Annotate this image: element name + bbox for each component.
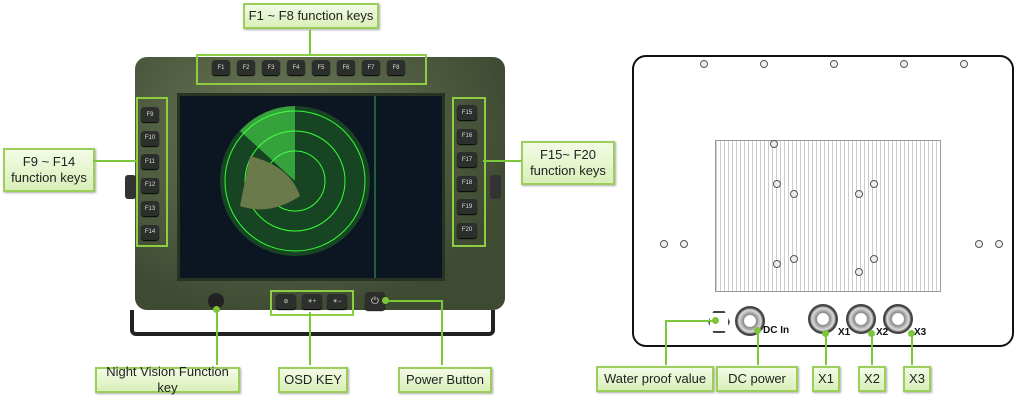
screw-icon (995, 240, 1003, 248)
power-button[interactable]: ⏻ (365, 292, 385, 310)
dc-in-connector (735, 306, 765, 336)
screw-icon (770, 140, 778, 148)
radar-screen (177, 93, 445, 281)
function-key-f12[interactable]: F12 (141, 177, 159, 193)
x2-connector (846, 304, 876, 334)
function-key-f3[interactable]: F3 (262, 60, 280, 75)
x3-mark: X3 (914, 327, 927, 338)
label-water-valve: Water proof value (596, 366, 714, 392)
label-left-keys: F9 ~ F14 function keys (3, 148, 95, 192)
osd-keys-highlight (270, 290, 354, 316)
dc-in-mark: DC In (763, 325, 790, 336)
label-power: Power Button (398, 367, 492, 393)
function-key-f14[interactable]: F14 (141, 224, 159, 240)
function-key-f11[interactable]: F11 (141, 154, 159, 169)
screw-icon (660, 240, 668, 248)
osd-key-brightness-up[interactable]: ☀+ (302, 294, 322, 309)
osd-key-brightness-down[interactable]: ☀− (327, 294, 347, 309)
function-key-f15[interactable]: F15 (457, 105, 477, 120)
label-dc-power: DC power (716, 366, 798, 392)
label-osd: OSD KEY (278, 367, 348, 393)
function-key-f5[interactable]: F5 (312, 60, 330, 75)
function-key-f13[interactable]: F13 (141, 201, 159, 216)
screw-icon (790, 255, 798, 263)
function-key-f20[interactable]: F20 (457, 222, 477, 238)
function-key-f8[interactable]: F8 (387, 60, 405, 75)
screw-icon (773, 260, 781, 268)
function-key-f16[interactable]: F16 (457, 128, 477, 144)
screw-icon (830, 60, 838, 68)
left-handle (125, 175, 136, 199)
screw-icon (960, 60, 968, 68)
screw-icon (790, 190, 798, 198)
function-key-f7[interactable]: F7 (362, 60, 380, 75)
left-keys-highlight (136, 97, 168, 247)
function-key-f9[interactable]: F9 (141, 107, 159, 122)
osd-key-1[interactable]: ⊘ (276, 294, 296, 309)
screw-icon (760, 60, 768, 68)
function-key-f6[interactable]: F6 (337, 60, 355, 75)
x2-mark: X2 (876, 327, 889, 338)
function-key-f4[interactable]: F4 (287, 60, 305, 75)
screw-icon (855, 268, 863, 276)
x3-connector (883, 304, 913, 334)
label-right-keys: F15~ F20 function keys (521, 141, 615, 185)
screw-icon (773, 180, 781, 188)
heatsink (715, 140, 941, 292)
function-key-f10[interactable]: F10 (141, 130, 159, 146)
screw-icon (900, 60, 908, 68)
top-keys-highlight (196, 54, 427, 85)
x1-connector (808, 304, 838, 334)
x1-mark: X1 (838, 327, 851, 338)
screw-icon (870, 255, 878, 263)
screw-icon (870, 180, 878, 188)
right-keys-highlight (452, 97, 486, 247)
function-key-f17[interactable]: F17 (457, 152, 477, 167)
function-key-f2[interactable]: F2 (237, 60, 255, 75)
function-key-f19[interactable]: F19 (457, 199, 477, 214)
function-key-f1[interactable]: F1 (212, 60, 230, 75)
label-x2: X2 (858, 366, 886, 392)
right-handle (490, 175, 501, 199)
night-vision-knob[interactable] (208, 293, 224, 309)
screw-icon (680, 240, 688, 248)
screw-icon (855, 190, 863, 198)
label-x1: X1 (812, 366, 840, 392)
stand (130, 310, 495, 336)
screw-icon (700, 60, 708, 68)
screw-icon (975, 240, 983, 248)
water-valve (708, 311, 730, 333)
radar-display-icon (220, 96, 376, 278)
label-x3: X3 (903, 366, 931, 392)
label-night-vision: Night Vision Function key (95, 364, 240, 395)
label-top-keys: F1 ~ F8 function keys (243, 3, 379, 29)
function-key-f18[interactable]: F18 (457, 175, 477, 191)
